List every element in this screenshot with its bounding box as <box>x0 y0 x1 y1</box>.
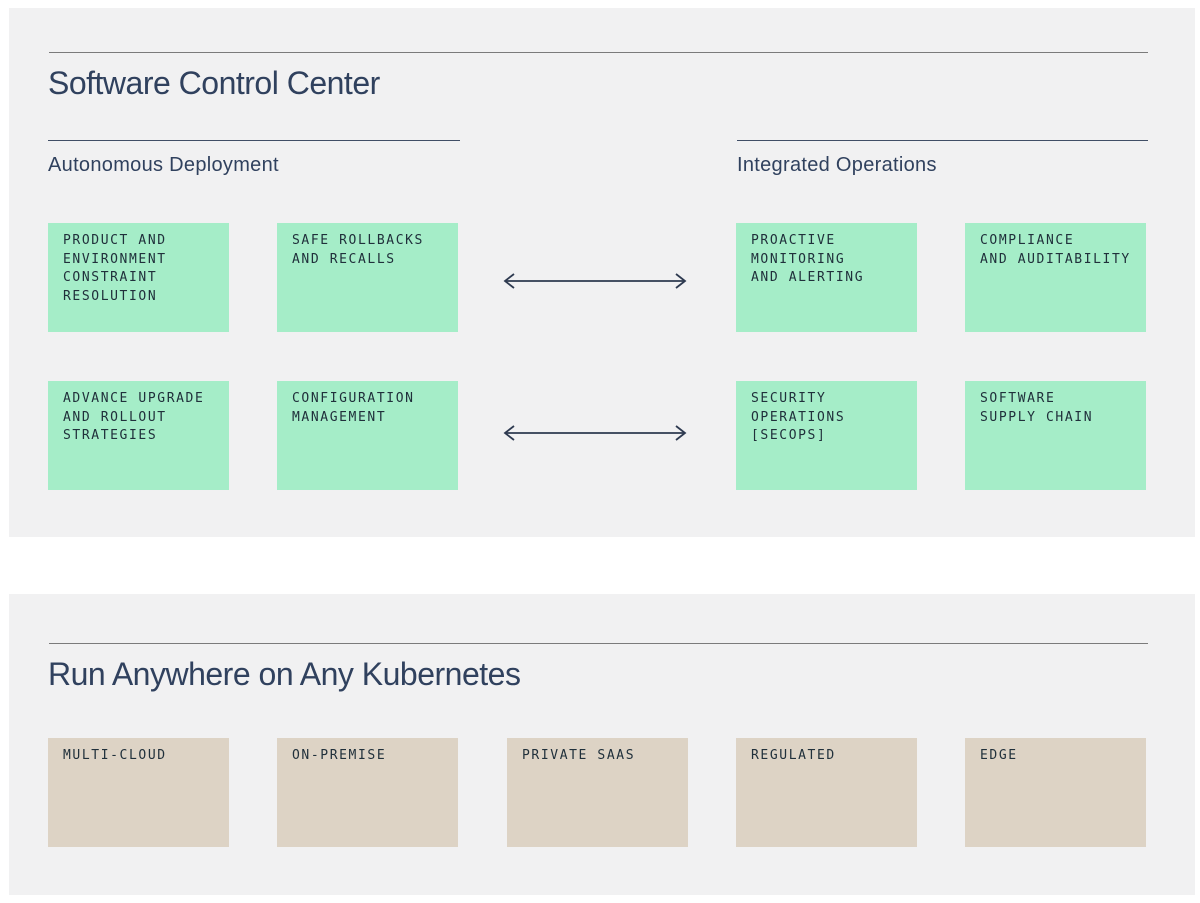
group-label: Autonomous Deployment <box>48 154 279 176</box>
card-label-line: REGULATED <box>751 748 836 763</box>
card-label-line: SECURITY <box>751 391 827 406</box>
card-label-line: SUPPLY CHAIN <box>980 409 1094 425</box>
section-divider <box>49 52 1148 53</box>
capability-card-compliance-auditability: COMPLIANCE AND AUDITABILITY <box>965 223 1146 332</box>
card-label-line: COMPLIANCE <box>980 233 1075 248</box>
environment-card-regulated: REGULATED <box>736 738 917 847</box>
capability-card-configuration-management: CONFIGURATION MANAGEMENT <box>277 381 458 490</box>
card-label-line: ADVANCE UPGRADE <box>63 391 205 406</box>
card-label-line: RESOLUTION <box>63 288 158 304</box>
card-label-line: PRODUCT AND <box>63 233 167 248</box>
software-control-center-panel: Software Control Center Autonomous Deplo… <box>9 8 1195 537</box>
group-header-integrated-operations: Integrated Operations <box>737 140 1148 177</box>
card-label-line: AND ALERTING <box>751 270 865 285</box>
capability-card-proactive-monitoring: PROACTIVE MONITORING AND ALERTING <box>736 223 917 332</box>
panel-title: Run Anywhere on Any Kubernetes <box>48 656 521 692</box>
card-label-line: [SECOPS] <box>751 428 827 443</box>
double-arrow-icon <box>503 273 687 289</box>
card-label-line: AND ROLLOUT <box>63 409 167 425</box>
capability-card-upgrade-strategies: ADVANCE UPGRADE AND ROLLOUT STRATEGIES <box>48 381 229 490</box>
environment-card-multi-cloud: MULTI-CLOUD <box>48 738 229 847</box>
environment-card-edge: EDGE <box>965 738 1146 847</box>
capability-card-software-supply-chain: SOFTWARE SUPPLY CHAIN <box>965 381 1146 490</box>
environment-card-private-saas: PRIVATE SAAS <box>507 738 688 847</box>
section-divider <box>49 643 1148 644</box>
group-label: Integrated Operations <box>737 154 937 176</box>
environment-card-on-premise: ON-PREMISE <box>277 738 458 847</box>
capability-card-safe-rollbacks: SAFE ROLLBACKS AND RECALLS <box>277 223 458 332</box>
group-header-autonomous-deployment: Autonomous Deployment <box>48 140 460 177</box>
card-label-line: MANAGEMENT <box>292 409 387 425</box>
card-label-line: SOFTWARE <box>980 391 1056 406</box>
card-label-line: EDGE <box>980 748 1018 763</box>
double-arrow-icon <box>503 425 687 441</box>
card-label-line: MULTI-CLOUD <box>63 748 167 763</box>
card-label-line: OPERATIONS <box>751 409 846 425</box>
card-label-line: AND AUDITABILITY <box>980 251 1131 267</box>
card-label-line: CONSTRAINT <box>63 270 158 285</box>
card-label-line: PRIVATE SAAS <box>522 748 636 763</box>
card-label-line: SAFE ROLLBACKS <box>292 233 424 248</box>
card-label-line: ON-PREMISE <box>292 748 387 763</box>
card-label-line: STRATEGIES <box>63 428 158 443</box>
card-label-line: ENVIRONMENT <box>63 251 167 267</box>
capability-card-security-operations: SECURITY OPERATIONS [SECOPS] <box>736 381 917 490</box>
card-label-line: PROACTIVE <box>751 233 836 248</box>
card-label-line: CONFIGURATION <box>292 391 415 406</box>
run-anywhere-panel: Run Anywhere on Any Kubernetes MULTI-CLO… <box>9 594 1195 895</box>
card-label-line: AND RECALLS <box>292 251 396 267</box>
panel-title: Software Control Center <box>48 65 380 101</box>
card-label-line: MONITORING <box>751 251 846 267</box>
capability-card-constraint-resolution: PRODUCT AND ENVIRONMENT CONSTRAINT RESOL… <box>48 223 229 332</box>
